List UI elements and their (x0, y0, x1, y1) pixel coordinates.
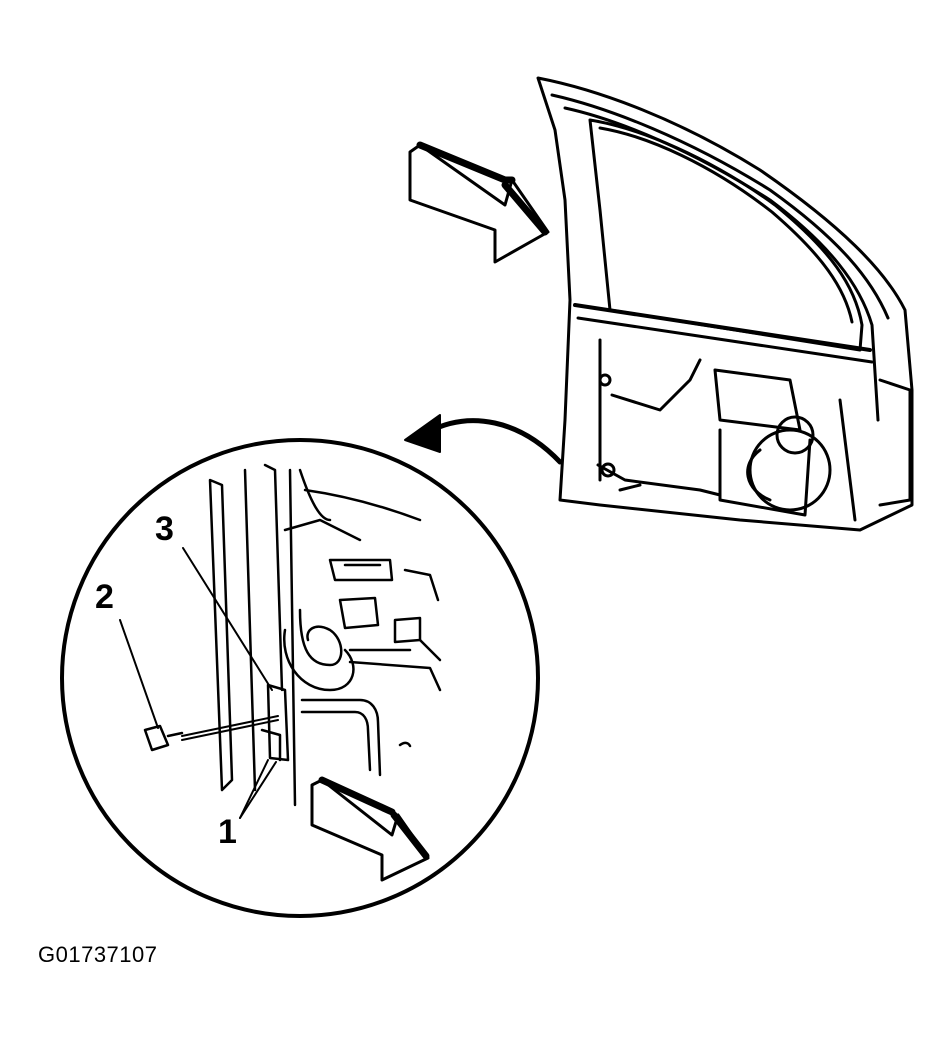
view-direction-arrow-icon (408, 141, 550, 264)
bolt-icon (143, 724, 184, 752)
callout-1: 1 (218, 813, 237, 851)
view-direction-arrow-icon-bottom (310, 776, 430, 882)
callout-2: 2 (95, 578, 114, 616)
callout-3: 3 (155, 510, 174, 548)
detail-view-circle (60, 438, 540, 918)
door-assembly (536, 76, 914, 532)
curved-arrow-icon (404, 414, 563, 465)
figure-id-label: G01737107 (38, 942, 158, 967)
